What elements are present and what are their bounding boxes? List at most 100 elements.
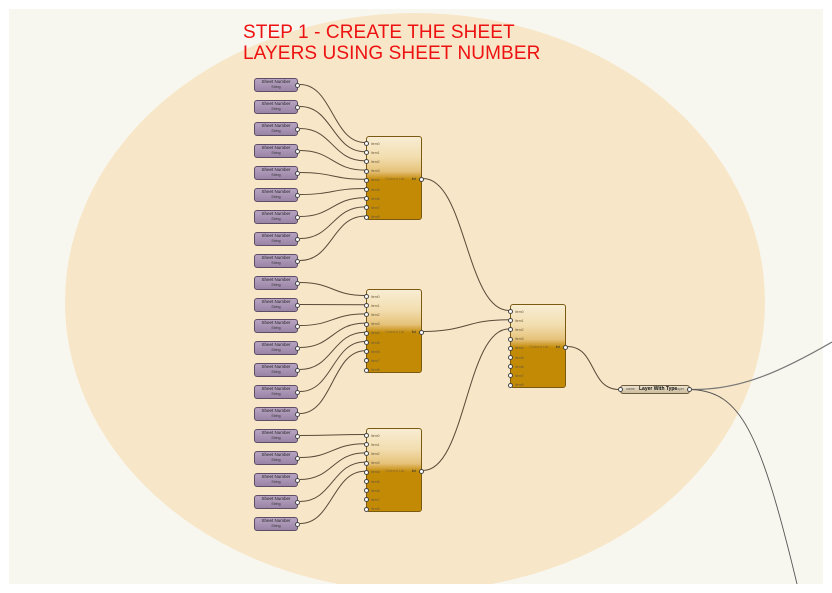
input-port[interactable] (508, 355, 513, 360)
input-port[interactable] (508, 382, 513, 388)
input-port[interactable] (364, 367, 369, 373)
input-port[interactable] (508, 373, 513, 379)
input-port[interactable] (364, 205, 369, 211)
output-port[interactable] (295, 434, 300, 439)
input-port[interactable] (364, 330, 369, 336)
input-port[interactable] (508, 318, 513, 324)
output-port[interactable] (295, 237, 300, 242)
input-port[interactable] (364, 469, 369, 475)
output-port[interactable] (295, 412, 300, 417)
input-port[interactable] (364, 312, 369, 318)
output-port[interactable] (295, 215, 300, 220)
input-port[interactable] (364, 303, 369, 309)
input-port[interactable] (364, 321, 369, 327)
input-port[interactable] (364, 196, 369, 202)
input-port[interactable] (364, 442, 369, 448)
output-port[interactable] (295, 500, 300, 505)
input-port[interactable] (508, 327, 513, 333)
input-port[interactable] (364, 349, 369, 355)
output-port[interactable] (563, 345, 568, 350)
input-port[interactable] (364, 479, 369, 484)
input-port[interactable] (364, 506, 369, 512)
input-port[interactable] (508, 336, 513, 342)
input-port[interactable] (364, 150, 369, 156)
input-port[interactable] (364, 451, 369, 457)
node-type: String (271, 195, 281, 199)
output-label: list (411, 330, 416, 334)
input-port[interactable] (364, 141, 369, 146)
input-label: item4 (371, 470, 380, 475)
input-port[interactable] (364, 159, 369, 165)
output-port[interactable] (295, 346, 300, 351)
input-port[interactable] (364, 187, 369, 192)
output-port[interactable] (295, 149, 300, 154)
output-port[interactable] (419, 330, 424, 335)
input-port[interactable] (618, 387, 623, 392)
output-port[interactable] (295, 281, 300, 286)
node-label: Sheet Number (261, 233, 291, 238)
output-port[interactable] (295, 83, 300, 88)
output-port[interactable] (295, 478, 300, 483)
output-port[interactable] (295, 522, 300, 527)
input-port[interactable] (508, 364, 513, 370)
input-label: item2 (371, 159, 380, 164)
output-port[interactable] (295, 259, 300, 264)
output-port[interactable] (295, 193, 300, 198)
input-port[interactable] (364, 177, 369, 183)
input-port[interactable] (508, 309, 513, 314)
input-port[interactable] (364, 340, 369, 345)
input-port[interactable] (508, 345, 513, 351)
input-port[interactable] (364, 433, 369, 438)
input-port[interactable] (364, 358, 369, 364)
output-port[interactable] (419, 177, 424, 182)
output-port[interactable] (295, 127, 300, 132)
input-label: item1 (515, 318, 524, 323)
output-port[interactable] (295, 171, 300, 176)
output-port[interactable] (295, 390, 300, 395)
output-port[interactable] (687, 387, 692, 392)
input-port[interactable] (364, 460, 369, 466)
output-port[interactable] (295, 368, 300, 373)
node-type: String (271, 283, 281, 287)
input-port[interactable] (364, 294, 369, 299)
input-label: item6 (371, 196, 380, 201)
input-port[interactable] (364, 168, 369, 174)
output-port[interactable] (295, 456, 300, 461)
output-port[interactable] (295, 303, 300, 308)
output-port[interactable] (419, 469, 424, 474)
input-label: item3 (371, 169, 380, 174)
node-type: String (271, 305, 281, 309)
input-label: item4 (371, 331, 380, 336)
input-port[interactable] (364, 497, 369, 503)
output-port[interactable] (295, 324, 300, 329)
output-port[interactable] (295, 105, 300, 110)
input-port[interactable] (364, 488, 369, 494)
input-port[interactable] (364, 214, 369, 220)
